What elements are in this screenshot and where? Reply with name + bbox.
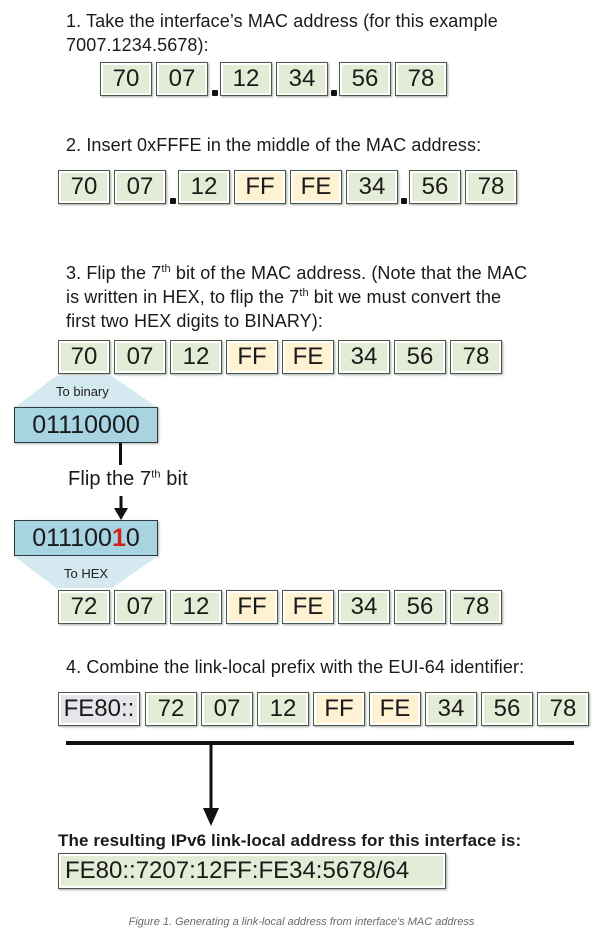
step3-text-line2: is written in HEX, to flip the 7th bit w… <box>66 287 502 307</box>
step1-octet-1: 70 <box>100 62 152 96</box>
step3-result-octet-3: 12 <box>170 590 222 624</box>
step3-octet-3: 12 <box>170 340 222 374</box>
step3-octet-fe: FE <box>282 340 334 374</box>
step3-octet-ff: FF <box>226 340 278 374</box>
step3-text-line3: first two HEX digits to BINARY): <box>66 311 323 331</box>
step4-octet-1: 72 <box>145 692 197 726</box>
step4-octet-7: 56 <box>481 692 533 726</box>
step2-octet-1: 70 <box>58 170 110 204</box>
step1-dot-separator <box>212 90 218 96</box>
step2-octet-2: 07 <box>114 170 166 204</box>
to-binary-label: To binary <box>56 384 109 399</box>
step4-octet-3: 12 <box>257 692 309 726</box>
step2-dot-separator <box>170 198 176 204</box>
step3-result-octet-1: 72 <box>58 590 110 624</box>
combine-bar <box>66 741 574 745</box>
step2-octet-7: 56 <box>409 170 461 204</box>
step1-octet-5: 56 <box>339 62 391 96</box>
step3-octet-6: 34 <box>338 340 390 374</box>
step3-octet-1: 70 <box>58 340 110 374</box>
step2-text: 2. Insert 0xFFFE in the middle of the MA… <box>66 135 482 155</box>
step2-octet-3: 12 <box>178 170 230 204</box>
binary-before-box: 01110000 <box>14 407 158 443</box>
to-hex-callout <box>14 556 158 588</box>
result-heading: The resulting IPv6 link-local address fo… <box>58 831 522 850</box>
step3-result-octet-2: 07 <box>114 590 166 624</box>
to-hex-label: To HEX <box>64 566 109 581</box>
step4-octet-6: 34 <box>425 692 477 726</box>
step1-octet-4: 34 <box>276 62 328 96</box>
step2-dot-separator <box>401 198 407 204</box>
step2-octet-6: 34 <box>346 170 398 204</box>
step4-octet-2: 07 <box>201 692 253 726</box>
down-arrow-icon <box>114 496 128 520</box>
step4-text: 4. Combine the link-local prefix with th… <box>66 657 525 677</box>
step1-octet-2: 07 <box>156 62 208 96</box>
step3-result-octet-6: 34 <box>338 590 390 624</box>
step4-octet-fe: FE <box>369 692 421 726</box>
step4-octet-8: 78 <box>537 692 589 726</box>
step3-octet-8: 78 <box>450 340 502 374</box>
step2-octet-8: 78 <box>465 170 517 204</box>
step4-octet-ff: FF <box>313 692 365 726</box>
step1-text-line2: 7007.1234.5678): <box>66 35 209 55</box>
step1-octet-3: 12 <box>220 62 272 96</box>
to-binary-callout <box>14 376 158 408</box>
step3-octet-2: 07 <box>114 340 166 374</box>
step3-result-octet-7: 56 <box>394 590 446 624</box>
figure-caption: Figure 1. Generating a link-local addres… <box>128 916 475 928</box>
step3-octet-7: 56 <box>394 340 446 374</box>
down-arrow-icon <box>203 744 219 826</box>
step3-result-octet-8: 78 <box>450 590 502 624</box>
step2-octet-fe: FE <box>290 170 342 204</box>
link-local-prefix-box: FE80:: <box>58 692 140 726</box>
connector-line <box>119 443 122 465</box>
step3-result-octet-fe: FE <box>282 590 334 624</box>
step2-octet-ff: FF <box>234 170 286 204</box>
step3-text-line1: 3. Flip the 7th bit of the MAC address. … <box>66 263 528 283</box>
result-address-box: FE80::7207:12FF:FE34:5678/64 <box>58 853 446 889</box>
step3-result-octet-ff: FF <box>226 590 278 624</box>
step1-octet-6: 78 <box>395 62 447 96</box>
step1-text-line1: 1. Take the interface’s MAC address (for… <box>66 11 498 31</box>
step1-dot-separator <box>331 90 337 96</box>
flip-bit-label: Flip the 7th bit <box>68 468 188 490</box>
flipped-bit: 1 <box>111 523 126 552</box>
